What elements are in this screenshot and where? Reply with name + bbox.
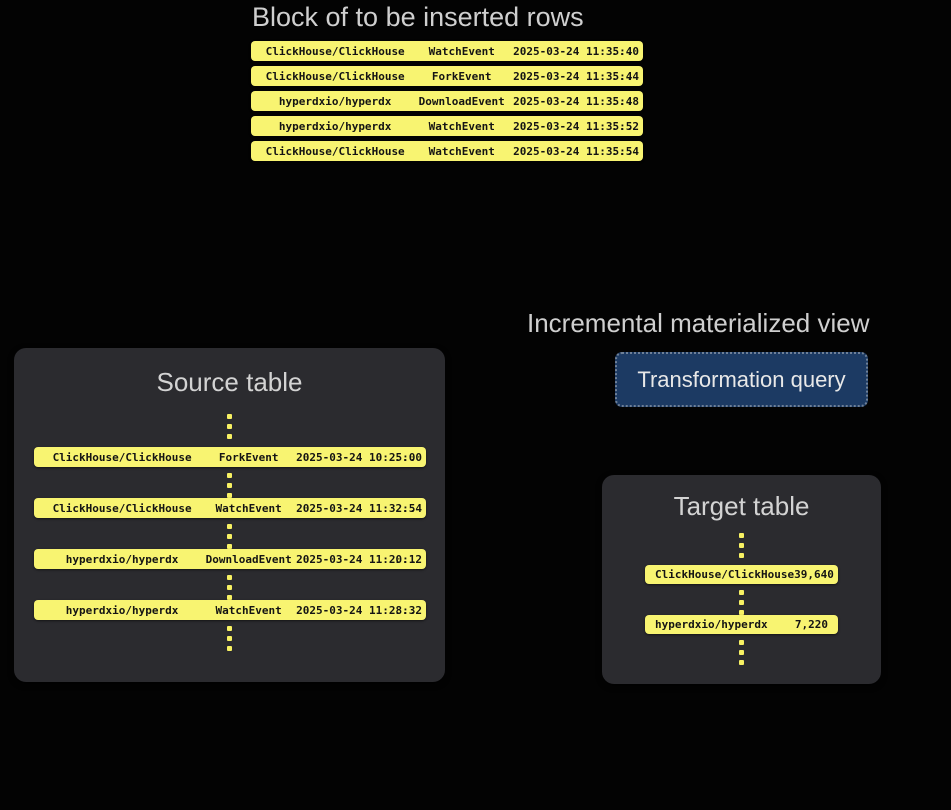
materialized-view-title: Incremental materialized view — [527, 308, 870, 338]
ellipsis-dots — [738, 533, 744, 558]
row-repo: ClickHouse/ClickHouse — [265, 44, 405, 58]
transformation-query-label: Transformation query — [637, 366, 846, 392]
row-event: WatchEvent — [215, 603, 282, 617]
row-more: ... — [611, 94, 634, 108]
ellipsis-dots — [226, 414, 232, 439]
row-more: ... — [611, 119, 634, 133]
insert-block-row-1: ClickHouse/ClickHouse ForkEvent 2025-03-… — [251, 66, 643, 86]
row-count: 39,640 — [794, 568, 834, 581]
row-event: DownloadEvent — [205, 552, 292, 566]
transformation-query-box[interactable]: Transformation query — [615, 352, 868, 407]
row-timestamp: 2025-03-24 11:35:48 — [513, 94, 639, 108]
target-table-panel: Target table ClickHouse/ClickHouse 39,64… — [602, 475, 881, 684]
ellipsis-dots — [226, 626, 232, 651]
row-count: 7,220 — [794, 618, 828, 631]
row-repo: ClickHouse/ClickHouse — [265, 69, 405, 83]
target-table-row-0: ClickHouse/ClickHouse 39,640 — [645, 565, 838, 584]
row-timestamp: 2025-03-24 11:32:54 — [296, 501, 422, 515]
row-event: WatchEvent — [428, 44, 495, 58]
row-repo: hyperdxio/hyperdx — [278, 119, 392, 133]
row-event: WatchEvent — [215, 501, 282, 515]
insert-block: ClickHouse/ClickHouse WatchEvent 2025-03… — [251, 41, 643, 166]
source-table-panel: Source table ClickHouse/ClickHouse ForkE… — [14, 348, 445, 682]
row-timestamp: 2025-03-24 11:35:54 — [513, 144, 639, 158]
ellipsis-dots — [226, 473, 232, 498]
row-more: ... — [611, 44, 634, 58]
row-more: ... — [394, 552, 417, 566]
row-more: ... — [394, 501, 417, 515]
row-event: WatchEvent — [428, 119, 495, 133]
insert-block-title: Block of to be inserted rows — [252, 2, 584, 32]
source-table-title: Source table — [156, 367, 303, 397]
ellipsis-dots — [226, 575, 232, 600]
row-timestamp: 2025-03-24 11:35:44 — [513, 69, 639, 83]
source-table-row-1: ClickHouse/ClickHouse WatchEvent 2025-03… — [34, 498, 426, 518]
row-event: ForkEvent — [431, 69, 492, 83]
row-repo: hyperdxio/hyperdx — [278, 94, 392, 108]
target-table-row-1: hyperdxio/hyperdx 7,220 — [645, 615, 838, 634]
insert-block-row-4: ClickHouse/ClickHouse WatchEvent 2025-03… — [251, 141, 643, 161]
ellipsis-dots — [738, 640, 744, 665]
row-repo: hyperdxio/hyperdx — [65, 603, 179, 617]
insert-block-row-3: hyperdxio/hyperdx WatchEvent 2025-03-24 … — [251, 116, 643, 136]
row-timestamp: 2025-03-24 11:35:40 — [513, 44, 639, 58]
row-timestamp: 2025-03-24 11:20:12 — [296, 552, 422, 566]
insert-block-row-2: hyperdxio/hyperdx DownloadEvent 2025-03-… — [251, 91, 643, 111]
ellipsis-dots — [738, 590, 744, 615]
row-repo: ClickHouse/ClickHouse — [655, 568, 795, 581]
row-repo: hyperdxio/hyperdx — [655, 618, 768, 631]
row-event: ForkEvent — [218, 450, 279, 464]
ellipsis-dots — [226, 524, 232, 549]
row-repo: ClickHouse/ClickHouse — [52, 501, 192, 515]
insert-block-row-0: ClickHouse/ClickHouse WatchEvent 2025-03… — [251, 41, 643, 61]
row-timestamp: 2025-03-24 11:28:32 — [296, 603, 422, 617]
row-repo: ClickHouse/ClickHouse — [52, 450, 192, 464]
row-event: WatchEvent — [428, 144, 495, 158]
row-more: ... — [611, 144, 634, 158]
source-table-row-0: ClickHouse/ClickHouse ForkEvent 2025-03-… — [34, 447, 426, 467]
row-event: DownloadEvent — [418, 94, 505, 108]
row-more: ... — [394, 603, 417, 617]
row-more: ... — [611, 69, 634, 83]
row-repo: ClickHouse/ClickHouse — [265, 144, 405, 158]
row-timestamp: 2025-03-24 10:25:00 — [296, 450, 422, 464]
source-table-row-2: hyperdxio/hyperdx DownloadEvent 2025-03-… — [34, 549, 426, 569]
row-more: ... — [394, 450, 417, 464]
source-table-row-3: hyperdxio/hyperdx WatchEvent 2025-03-24 … — [34, 600, 426, 620]
row-repo: hyperdxio/hyperdx — [65, 552, 179, 566]
target-table-title: Target table — [673, 491, 810, 521]
row-timestamp: 2025-03-24 11:35:52 — [513, 119, 639, 133]
